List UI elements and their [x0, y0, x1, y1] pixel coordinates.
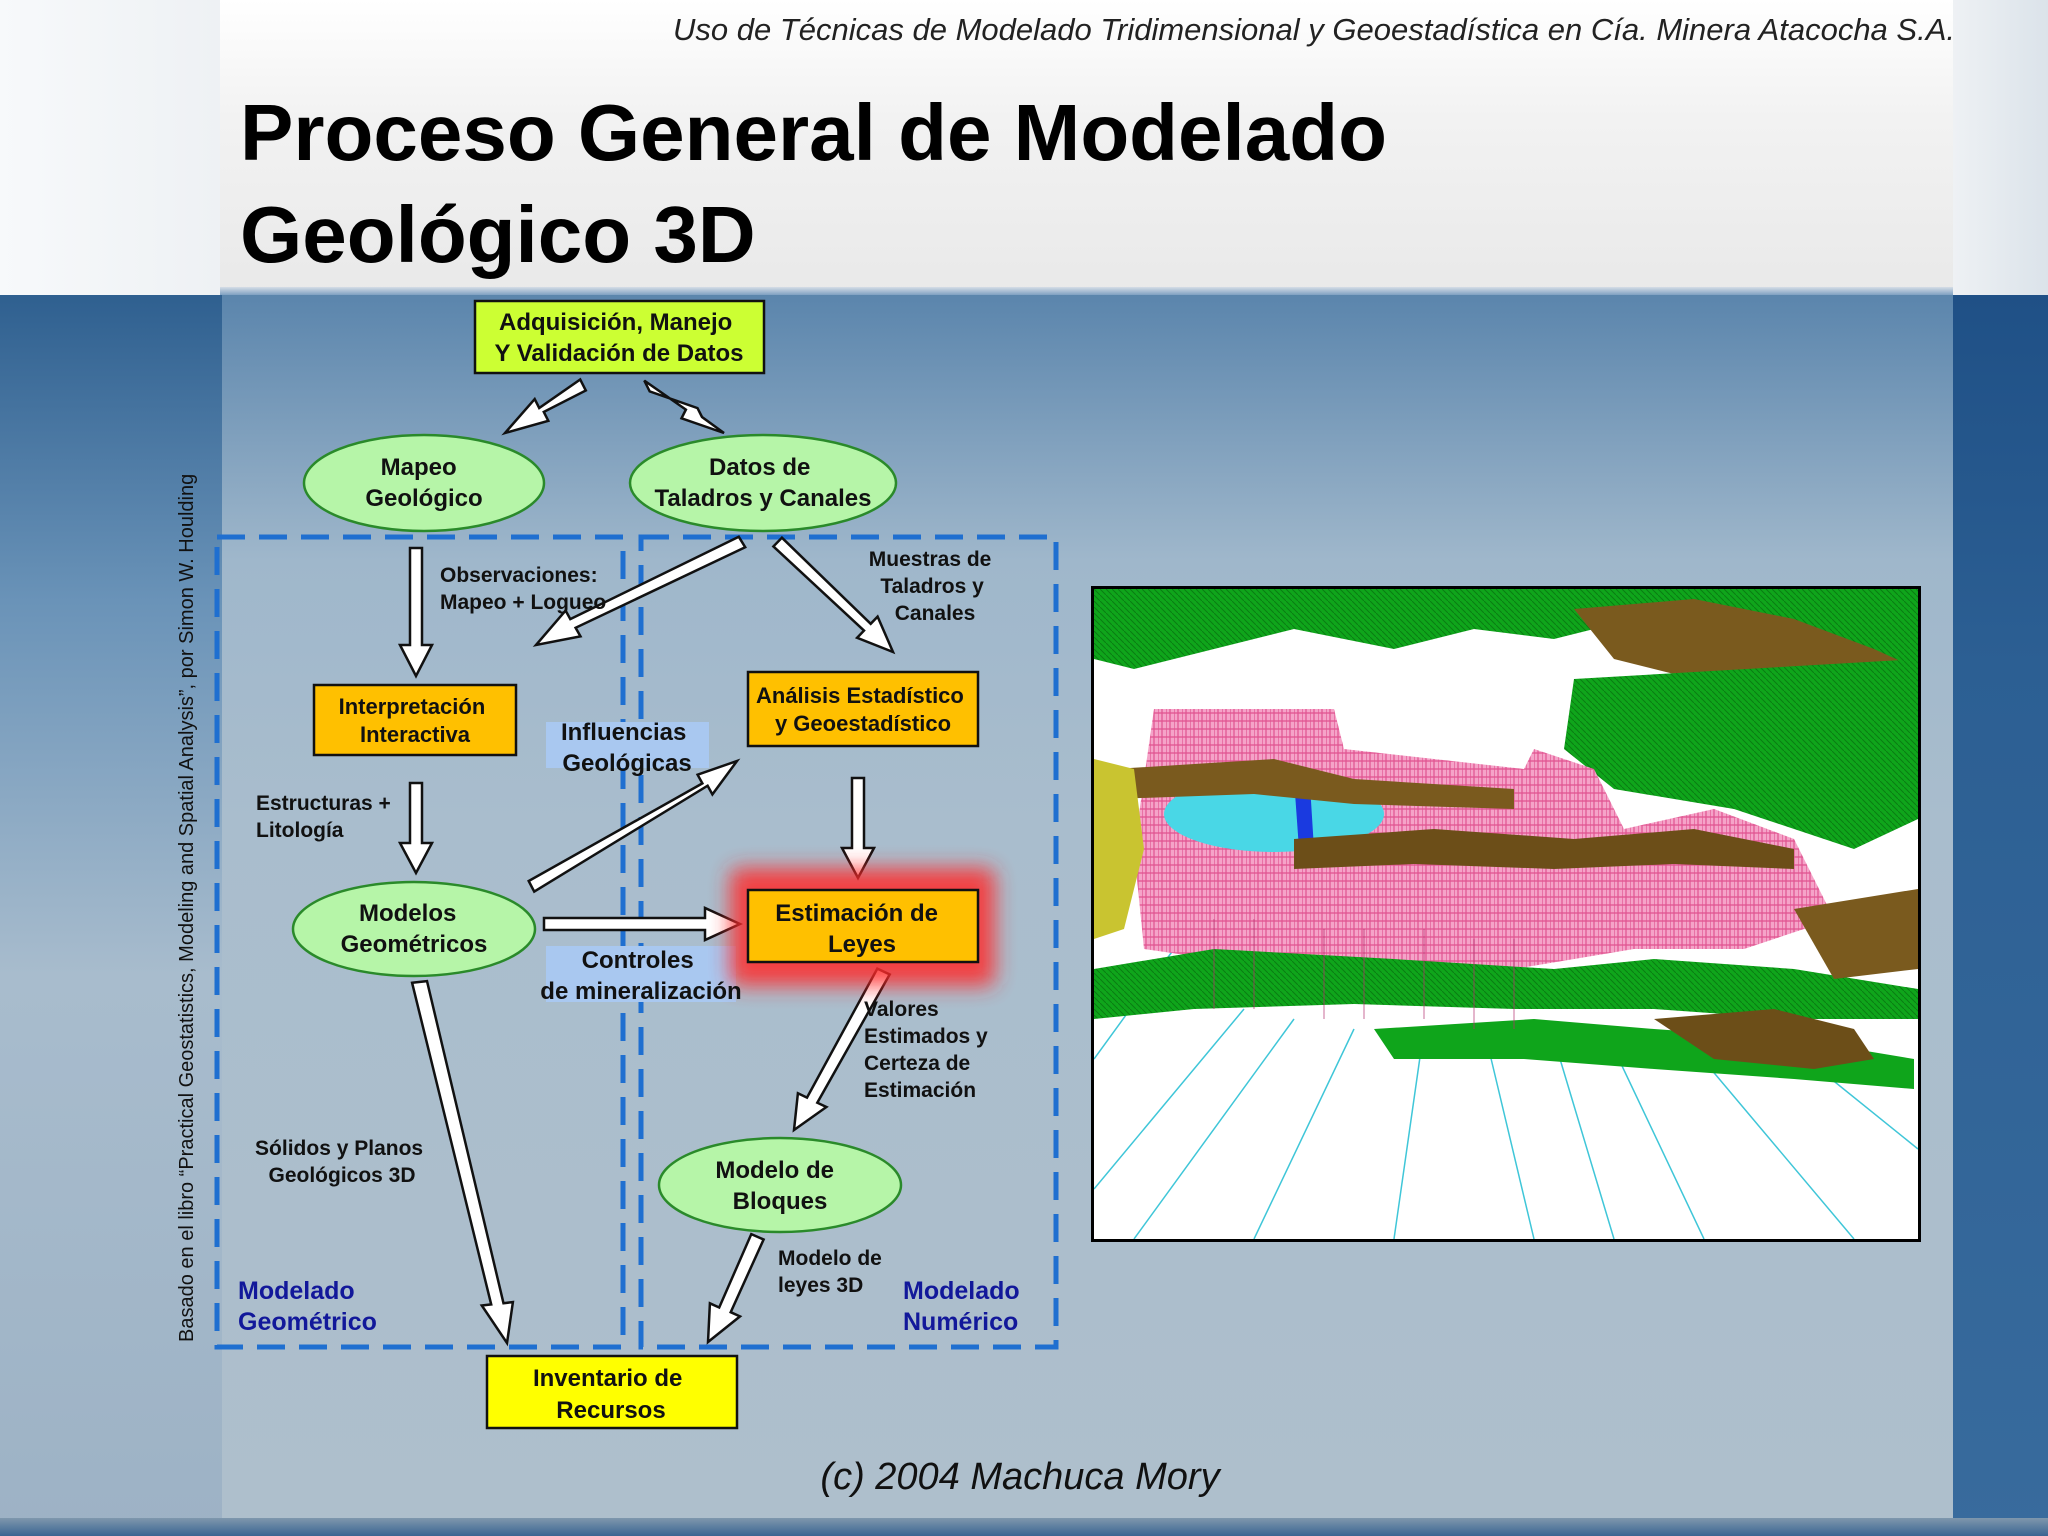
- brown-drift-2: [1294, 829, 1794, 869]
- arrow-mapeo-to-interpretacion: [397, 546, 435, 679]
- region-numerico-label: Modelado Numérico: [903, 1277, 1027, 1336]
- arrow-analisis-to-estimacion: [839, 776, 877, 881]
- node-modelos-label: Modelos Geométricos: [341, 900, 488, 958]
- arrow-modelos-to-inventario: [410, 979, 515, 1347]
- edge-label-estructuras: Estructuras + Litología: [256, 792, 397, 842]
- brown-drift-1: [1114, 759, 1514, 809]
- slide-title-line-2: Geológico 3D: [240, 190, 756, 279]
- arrow-bloques-to-inventario: [706, 1232, 766, 1345]
- header-band: [0, 0, 2048, 295]
- controles-label-bg: [546, 946, 736, 1002]
- node-interpretacion-box: [312, 683, 518, 757]
- yellow-block-left: [1094, 759, 1144, 939]
- edge-label-muestras: Muestras de Taladros y Canales: [869, 548, 997, 625]
- node-interpretacion-label: Interpretación Interactiva: [339, 694, 492, 747]
- slide-title: Proceso General de Modelado Geológico 3D: [240, 82, 1740, 286]
- node-modelos-ellipse: [291, 880, 537, 978]
- region-numerico-frame: [638, 534, 1059, 1350]
- node-analisis-label: Análisis Estadístico y Geoestadístico: [756, 683, 970, 736]
- arrow-modelos-to-analisis: [527, 758, 741, 894]
- edge-label-controles: Controles de mineralización: [540, 947, 741, 1005]
- node-datos-label: Datos de Taladros y Canales: [655, 454, 872, 512]
- edge-label-observaciones: Observaciones: Mapeo + Logueo: [440, 564, 606, 614]
- header-right-edge: [1953, 0, 2048, 295]
- brown-drift-3: [1654, 1009, 1874, 1069]
- region-geometrico-frame: [214, 534, 626, 1350]
- slide-subtitle: Uso de Técnicas de Modelado Tridimension…: [673, 12, 1955, 47]
- brown-drift-4: [1794, 889, 1918, 979]
- node-estimacion-label: Estimación de Leyes: [775, 900, 944, 958]
- arrow-adquisicion-to-datos: [643, 379, 725, 435]
- node-bloques-ellipse: [657, 1136, 903, 1234]
- bottom-green-level: [1374, 1019, 1914, 1089]
- background-left-edge: [0, 290, 222, 1536]
- node-adquisicion-box: [473, 299, 766, 375]
- arrow-estimacion-to-bloques: [792, 966, 892, 1133]
- 3d-model-drawing: [1094, 589, 1918, 1239]
- arrow-interpretacion-to-modelos: [397, 781, 435, 876]
- edge-label-influencias: Influencias Geológicas: [561, 719, 693, 777]
- influencias-label-bg: [546, 722, 709, 768]
- edge-label-solidos: Sólidos y Planos Geológicos 3D: [255, 1137, 429, 1187]
- node-adquisicion-label: Adquisición, Manejo Y Validación de Dato…: [495, 309, 744, 367]
- node-inventario-label: Inventario de Recursos: [533, 1365, 689, 1424]
- node-analisis-box: [746, 670, 980, 748]
- vertical-streaks: [1213, 919, 1515, 1029]
- region-geometrico-label: Modelado Geométrico: [238, 1277, 377, 1336]
- slide-title-line-1: Proceso General de Modelado: [240, 88, 1387, 177]
- copyright-footer: (c) 2004 Machuca Mory: [820, 1456, 1220, 1498]
- node-mapeo-label: Mapeo Geológico: [365, 454, 482, 512]
- background-right-edge: [1953, 290, 2048, 1536]
- node-estimacion-box: [746, 888, 980, 964]
- node-inventario-box: [485, 1354, 739, 1430]
- bottom-band: [0, 1518, 2048, 1536]
- arrow-modelos-to-estimacion: [542, 906, 744, 942]
- edge-label-modelo-leyes: Modelo de leyes 3D: [778, 1247, 888, 1297]
- right-green-block: [1564, 659, 1918, 849]
- arrow-adquisicion-to-mapeo: [501, 377, 588, 436]
- lower-green-level: [1094, 949, 1918, 1019]
- header-left-edge: [0, 0, 220, 295]
- arrow-datos-to-interpretacion: [532, 535, 747, 647]
- 3d-geological-model-image: [1091, 586, 1921, 1242]
- arrow-datos-to-analisis: [771, 535, 896, 655]
- node-mapeo-ellipse: [302, 433, 546, 533]
- flow-arrows: [397, 377, 896, 1347]
- node-bloques-label: Modelo de Bloques: [715, 1157, 840, 1215]
- edge-label-valores: Valores Estimados y Certeza de Estimació…: [864, 998, 994, 1102]
- node-datos-ellipse: [628, 433, 898, 533]
